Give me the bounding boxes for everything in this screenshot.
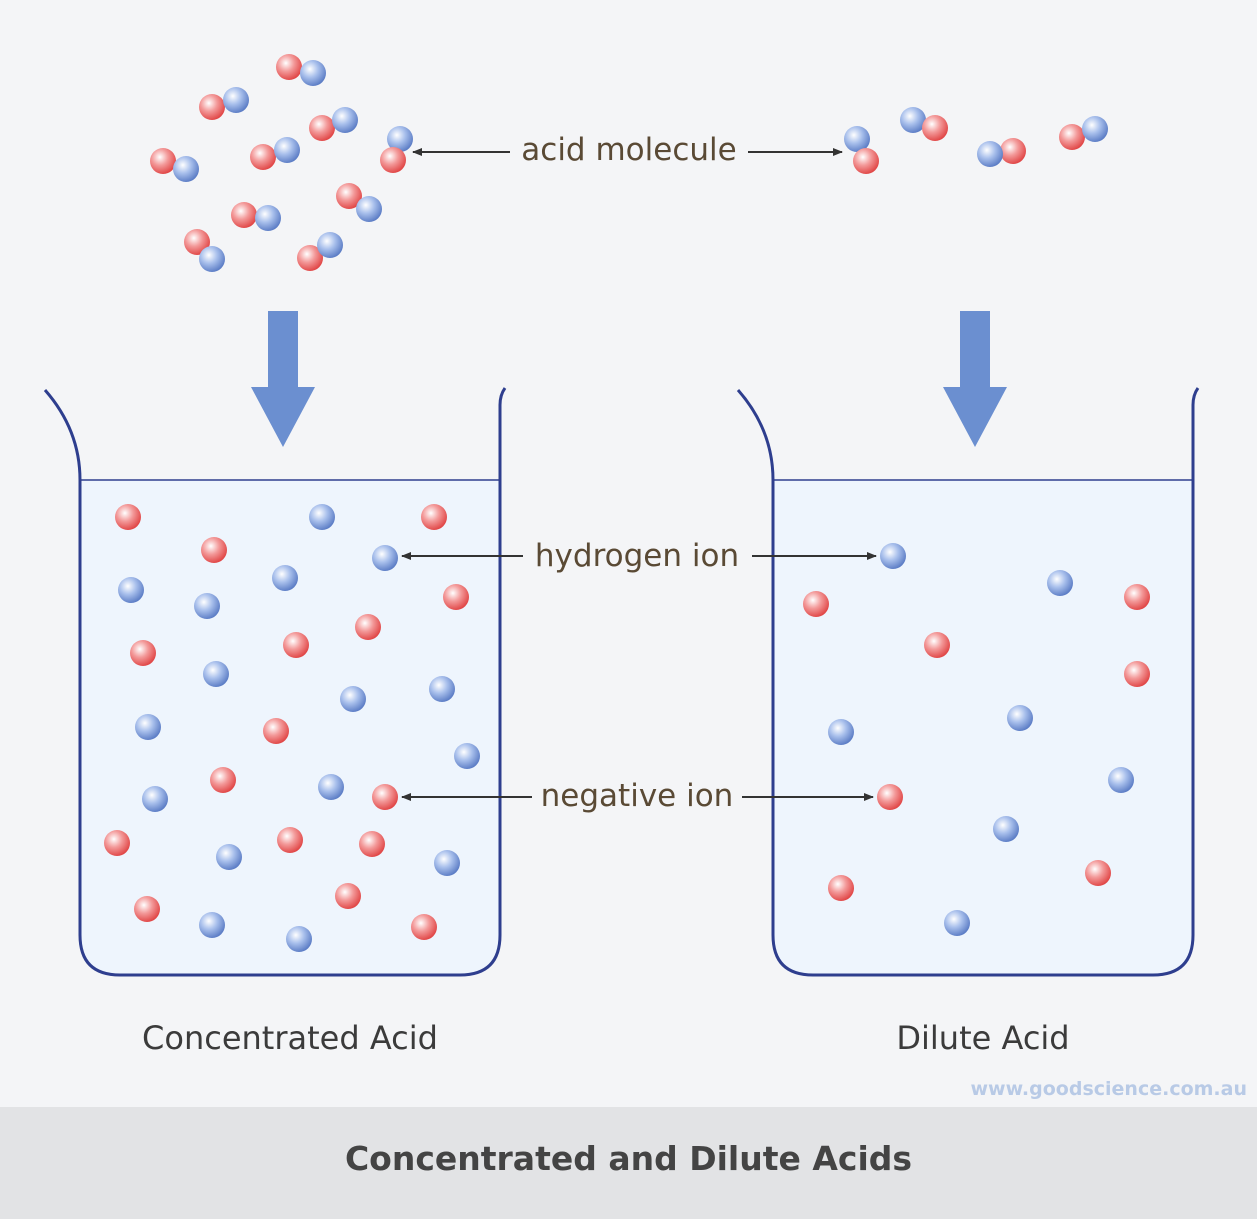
acid-molecule-negative-part xyxy=(250,144,276,170)
negative-ion xyxy=(877,784,903,810)
website-watermark: www.goodscience.com.au xyxy=(970,1078,1247,1100)
negative-ion xyxy=(355,614,381,640)
hydrogen-ion xyxy=(1047,570,1073,596)
hydrogen-ion xyxy=(372,545,398,571)
hydrogen-ion xyxy=(309,504,335,530)
acid-molecule-hydrogen-part xyxy=(274,137,300,163)
negative-ion xyxy=(1124,661,1150,687)
negative-ion xyxy=(1124,584,1150,610)
pointer-lines xyxy=(401,148,877,801)
acid-molecule-hydrogen-part xyxy=(387,126,413,152)
negative-ion xyxy=(134,896,160,922)
acid-molecule-hydrogen-part xyxy=(255,205,281,231)
hydrogen-ion xyxy=(454,743,480,769)
hydrogen-ion xyxy=(828,719,854,745)
acid-molecule-hydrogen-part xyxy=(173,156,199,182)
acid-molecule-label: acid molecule xyxy=(521,132,736,168)
hydrogen-ion xyxy=(135,714,161,740)
acid-molecule-negative-part xyxy=(380,147,406,173)
acid-molecule-negative-part xyxy=(231,202,257,228)
concentrated-pour-arrow xyxy=(251,311,315,447)
hydrogen-ion xyxy=(434,850,460,876)
acid-molecule-negative-part xyxy=(276,54,302,80)
acid-molecule-hydrogen-part xyxy=(317,232,343,258)
acid-molecule-negative-part xyxy=(150,148,176,174)
acid-molecule-hydrogen-part xyxy=(1082,116,1108,142)
acid-molecule-hydrogen-part xyxy=(223,87,249,113)
acid-molecule-hydrogen-part xyxy=(844,126,870,152)
dilute-acid-label: Dilute Acid xyxy=(896,1019,1069,1057)
acid-molecule-negative-part xyxy=(184,229,210,255)
hydrogen-ion xyxy=(203,661,229,687)
negative-ion xyxy=(115,504,141,530)
negative-ion xyxy=(372,784,398,810)
hydrogen-ion xyxy=(340,686,366,712)
concentrated-liquid xyxy=(80,480,500,975)
acid-molecule-hydrogen-part xyxy=(977,141,1003,167)
negative-ion xyxy=(201,537,227,563)
acid-molecule-hydrogen-part xyxy=(900,107,926,133)
hydrogen-ion xyxy=(199,912,225,938)
negative-ion xyxy=(277,827,303,853)
negative-ion xyxy=(411,914,437,940)
acid-molecule-negative-part xyxy=(1059,124,1085,150)
negative-ion xyxy=(828,875,854,901)
negative-ion xyxy=(283,632,309,658)
hydrogen-ion xyxy=(286,926,312,952)
acid-molecule-negative-part xyxy=(336,183,362,209)
acid-molecule-negative-part xyxy=(1000,138,1026,164)
hydrogen-ion xyxy=(880,543,906,569)
hydrogen-ion xyxy=(429,676,455,702)
acid-molecule-negative-part xyxy=(853,148,879,174)
dilute-beaker xyxy=(736,387,1200,977)
hydrogen-ion xyxy=(118,577,144,603)
acid-molecule-hydrogen-part xyxy=(300,60,326,86)
negative-ion xyxy=(359,831,385,857)
acid-molecule-negative-part xyxy=(199,94,225,120)
negative-ion xyxy=(335,883,361,909)
dilute-pour-arrow xyxy=(943,311,1007,447)
hydrogen-ion xyxy=(993,816,1019,842)
concentrated-beaker-outline xyxy=(43,387,507,977)
negative-ion xyxy=(263,718,289,744)
negative-ion xyxy=(130,640,156,666)
hydrogen-ion xyxy=(318,774,344,800)
negative-ion xyxy=(443,584,469,610)
acid-molecule-hydrogen-part xyxy=(332,107,358,133)
acid-molecule-negative-part xyxy=(297,245,323,271)
negative-ion xyxy=(1085,860,1111,886)
hydrogen-ion xyxy=(194,593,220,619)
negative-ion xyxy=(104,830,130,856)
hydrogen-ion-label: hydrogen ion xyxy=(535,538,739,574)
particles xyxy=(104,54,1150,952)
negative-ion xyxy=(210,767,236,793)
hydrogen-ion xyxy=(142,786,168,812)
hydrogen-ion xyxy=(944,910,970,936)
dilute-beaker-outline xyxy=(736,387,1200,977)
acid-molecule-hydrogen-part xyxy=(356,196,382,222)
hydrogen-ion xyxy=(216,844,242,870)
footer-bar xyxy=(0,1107,1257,1219)
negative-ion xyxy=(803,591,829,617)
acid-molecule-hydrogen-part xyxy=(199,246,225,272)
diagram-title: Concentrated and Dilute Acids xyxy=(344,1139,913,1178)
concentrated-acid-label: Concentrated Acid xyxy=(142,1019,438,1057)
hydrogen-ion xyxy=(272,565,298,591)
negative-ion xyxy=(924,632,950,658)
acid-molecule-negative-part xyxy=(922,115,948,141)
negative-ion xyxy=(421,504,447,530)
negative-ion-label: negative ion xyxy=(541,778,734,814)
hydrogen-ion xyxy=(1108,767,1134,793)
dilute-liquid xyxy=(773,480,1193,975)
acid-molecule-negative-part xyxy=(309,115,335,141)
hydrogen-ion xyxy=(1007,705,1033,731)
concentrated-beaker xyxy=(43,387,507,977)
